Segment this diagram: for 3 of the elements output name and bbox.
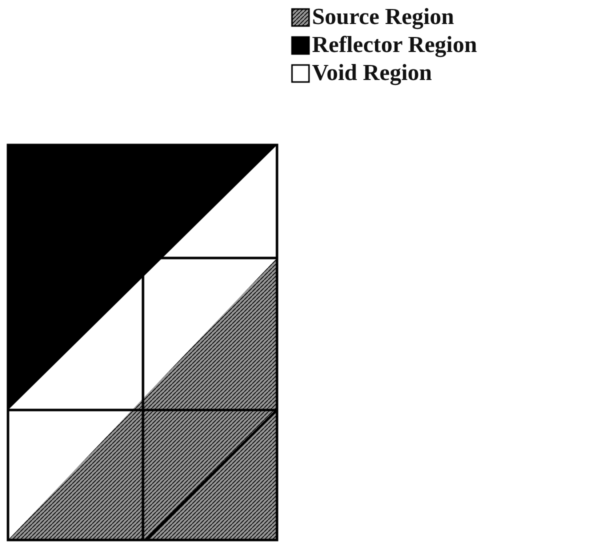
legend-label: Void Region [312, 60, 432, 86]
legend-label: Reflector Region [312, 32, 477, 58]
legend-label: Source Region [312, 4, 454, 30]
